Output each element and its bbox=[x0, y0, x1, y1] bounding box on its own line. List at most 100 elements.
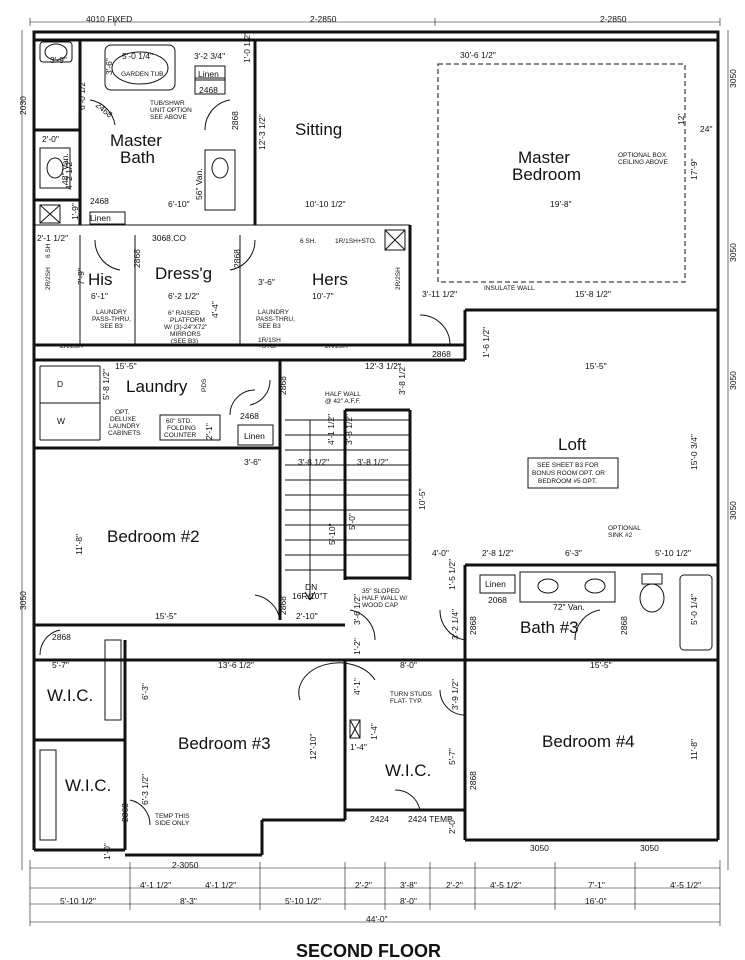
dim-3050-a: 3050 bbox=[728, 69, 738, 88]
shelf-2r2sh-2: 2R/2SH bbox=[325, 343, 348, 350]
opt-laundry-note-3: LAUNDRY bbox=[109, 423, 141, 430]
master-bedroom-label-2: Bedroom bbox=[512, 165, 581, 184]
dim-2868-a: 2868 bbox=[230, 111, 240, 130]
dim-top-2850b: 2-2850 bbox=[600, 14, 627, 24]
stairs bbox=[285, 419, 410, 601]
laundry-pass-right-2: PASS-THRU, bbox=[256, 316, 295, 323]
sloped-wall-note-3: WOOD CAP bbox=[362, 602, 398, 609]
wic-top-label: W.I.C. bbox=[47, 686, 93, 705]
dim-bottom-80: 8'-0" bbox=[400, 896, 417, 906]
dim-63: 6'-3" bbox=[565, 548, 582, 558]
see-sheet-note: SEE SHEET B3 FOR bbox=[537, 462, 599, 469]
temp-note: TEMP THIS bbox=[155, 813, 190, 820]
interior-walls bbox=[34, 40, 718, 850]
van-72-label: 72" Van. bbox=[553, 602, 585, 612]
dim-3812-b: 3'-8 1/2" bbox=[344, 414, 354, 445]
fixtures bbox=[39, 41, 713, 841]
dim-21012: 2'-10" bbox=[296, 611, 318, 621]
dim-bottom-22b: 2'-2" bbox=[446, 880, 463, 890]
folding-note-3: COUNTER bbox=[164, 432, 196, 439]
tub-shwr-note-2: UNIT OPTION bbox=[150, 107, 192, 114]
shelf-2r2sh-4: 2R/2SH bbox=[395, 267, 402, 290]
shelf-2r2sh-3: 2R/2SH bbox=[45, 267, 52, 290]
dim-13612: 13'-6 1/2" bbox=[218, 660, 254, 670]
platform-note: 6" RAISED bbox=[168, 310, 200, 317]
dim-bottom-4112a: 4'-1 1/2" bbox=[140, 880, 171, 890]
dim-15034: 15'-0 3/4" bbox=[689, 434, 699, 470]
dim-3050-d: 3050 bbox=[728, 501, 738, 520]
dim-2468-b: 2468 bbox=[94, 100, 115, 120]
bedroom4-label: Bedroom #4 bbox=[542, 732, 635, 751]
dim-4112: 4'-1 1/2" bbox=[326, 414, 336, 445]
dressg-label: Dress'g bbox=[155, 264, 212, 283]
dim-6312: 6'-3 1/2" bbox=[140, 774, 150, 805]
platform-note-5: (SEE B3) bbox=[171, 338, 198, 345]
shelf-6sh-left: 6 SH bbox=[45, 243, 52, 258]
shelf-2r2sh-1: 2R/2SH bbox=[60, 343, 83, 350]
turn-studs-note: TURN STUDS bbox=[390, 691, 433, 698]
dim-610: 6'-10" bbox=[168, 199, 190, 209]
dim-24: 24" bbox=[700, 124, 712, 134]
sloped-wall-note: 35" SLOPED bbox=[362, 588, 400, 595]
sitting-label: Sitting bbox=[295, 120, 342, 139]
dim-3812-d: 3'-8 1/2" bbox=[357, 457, 388, 467]
dim-3812-a: 3'-8 1/2" bbox=[397, 364, 407, 395]
his-label: His bbox=[88, 270, 113, 289]
dryer-label: D bbox=[57, 379, 63, 389]
dim-36: 3'-6" bbox=[258, 277, 275, 287]
dim-2812: 2'-8 1/2" bbox=[482, 548, 513, 558]
laundry-label: Laundry bbox=[126, 377, 188, 396]
dn-note-2: 16R/10"T bbox=[292, 591, 328, 601]
dim-3214: 3'-2 1/4" bbox=[450, 609, 460, 640]
laundry-pass-right: LAUNDRY bbox=[258, 309, 290, 316]
dim-1012: 1'-0 1/2" bbox=[242, 32, 252, 63]
dim-bottom-22: 2'-2" bbox=[355, 880, 372, 890]
dim-30612: 30'-6 1/2" bbox=[460, 50, 496, 60]
dim-2424-temp: 2424 TEMP bbox=[408, 814, 453, 824]
dim-155-b: 15'-5" bbox=[585, 361, 607, 371]
dim-3-6: 3'-6" bbox=[104, 58, 114, 75]
van-56-label: 56" Van. bbox=[194, 168, 204, 200]
dim-2468-c: 2468 bbox=[90, 196, 109, 206]
dim-2468-d: 2468 bbox=[240, 411, 259, 421]
half-wall-note: HALF WALL bbox=[325, 391, 361, 398]
master-bedroom-label: Master bbox=[518, 148, 570, 167]
dim-10: 1'-0" bbox=[102, 843, 112, 860]
dim-5812: 5'-8 1/2" bbox=[101, 369, 111, 400]
laundry-pass-left-2: PASS-THRU, bbox=[92, 316, 131, 323]
half-wall-note-2: @ 42" A.F.F. bbox=[325, 398, 361, 405]
dim-2868-c: 2868 bbox=[232, 249, 242, 268]
optional-box-note-2: CEILING ABOVE bbox=[618, 159, 669, 166]
laundry-pass-left: LAUNDRY bbox=[96, 309, 128, 316]
dim-bottom-4512: 4'-5 1/2" bbox=[490, 880, 521, 890]
dim-3612: 3'-6 1/2" bbox=[352, 594, 362, 625]
dim-1512: 1'-5 1/2" bbox=[447, 559, 457, 590]
dim-36-b: 3'-6" bbox=[244, 457, 261, 467]
dim-2868-i: 2868 bbox=[468, 771, 478, 790]
master-bath-label-2: Bath bbox=[120, 148, 155, 167]
master-bath-label: Master bbox=[110, 131, 162, 150]
dim-1505: 10'-5" bbox=[417, 488, 427, 510]
dim-118: 11'-8" bbox=[74, 534, 84, 555]
dim-118-b: 11'-8" bbox=[689, 739, 699, 760]
garden-tub-note: GARDEN TUB bbox=[121, 71, 164, 78]
dim-4212: 4'-2 1/2" bbox=[64, 159, 74, 190]
loft-label: Loft bbox=[558, 435, 587, 454]
dim-155-a: 15'-5" bbox=[115, 361, 137, 371]
dim-80: 8'-0" bbox=[400, 660, 417, 670]
opt-laundry-note-2: DELUXE bbox=[110, 416, 137, 423]
dim-3050-b: 3050 bbox=[728, 243, 738, 262]
dim-79: 7'-9" bbox=[76, 268, 86, 285]
linen-label-2: Linen bbox=[90, 213, 111, 223]
linen-label-4: Linen bbox=[485, 579, 506, 589]
see-sheet-box bbox=[527, 457, 619, 489]
wic-mid-label: W.I.C. bbox=[385, 761, 431, 780]
optional-box-ceiling bbox=[437, 63, 686, 283]
insulate-wall-note: INSULATE WALL bbox=[484, 285, 535, 292]
dim-12-b: 1'-2" bbox=[352, 638, 362, 655]
dim-2668-a: 2868 bbox=[52, 632, 71, 642]
dim-bottom-160: 16'-0" bbox=[585, 896, 607, 906]
dim-3812-c: 3'-8 1/2" bbox=[298, 457, 329, 467]
floor-title: SECOND FLOOR bbox=[296, 941, 441, 960]
dim-14: 1'-4" bbox=[369, 723, 379, 740]
